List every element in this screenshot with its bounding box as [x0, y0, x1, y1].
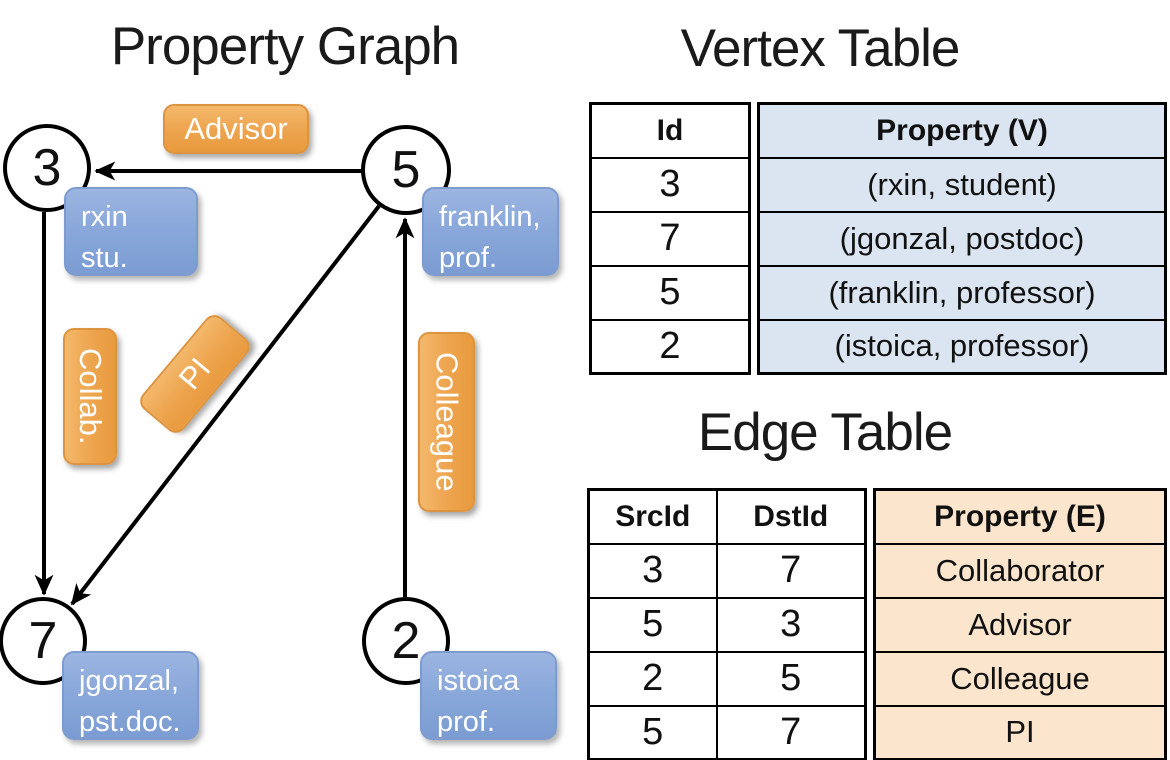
edge-row-3-property: Colleague: [873, 650, 1167, 707]
vertex-table-title: Vertex Table: [680, 19, 961, 78]
vertex-row-4-property: (istoica, professor): [757, 318, 1167, 375]
vertex-2-prop-line-2: prof.: [437, 705, 496, 738]
node-5-id: 5: [391, 141, 421, 199]
edge-row-1-src: 3: [587, 542, 718, 599]
vertex-7-prop-line-1: jgonzal,: [79, 665, 179, 697]
vertex-table-id-header: Id: [589, 102, 751, 159]
edge-row-2-src: 5: [587, 596, 718, 653]
edge-table-srcid-header: SrcId: [587, 488, 718, 545]
vertex-row-1-id: 3: [589, 156, 751, 213]
edge-label-collab: Collab.: [63, 328, 117, 465]
node-7-id: 7: [28, 612, 58, 670]
vertex-7-prop-line-2: pst.doc.: [79, 705, 181, 738]
edge-arrow-5-to-7: [70, 204, 381, 606]
vertex-3-prop-line-2: stu.: [81, 241, 128, 274]
edge-row-3-dst: 5: [715, 650, 867, 707]
vertex-property-box-2: istoica prof.: [420, 651, 557, 740]
vertex-property-box-3: rxin stu.: [64, 187, 198, 276]
vertex-row-2-property: (jgonzal, postdoc): [757, 210, 1167, 267]
vertex-5-prop-line-1: franklin,: [439, 201, 541, 233]
vertex-row-3-id: 5: [589, 264, 751, 321]
edge-row-2-dst: 3: [715, 596, 867, 653]
vertex-table-id-column: Id 3 7 5 2: [589, 102, 751, 375]
node-2-id: 2: [391, 612, 421, 670]
edge-row-1-dst: 7: [715, 542, 867, 599]
node-3-id: 3: [32, 139, 62, 197]
vertex-2-prop-line-1: istoica: [437, 665, 520, 697]
vertex-3-prop-line-1: rxin: [81, 201, 128, 233]
edge-row-2-property: Advisor: [873, 596, 1167, 653]
vertex-5-prop-line-2: prof.: [439, 241, 498, 274]
vertex-property-box-7: jgonzal, pst.doc.: [62, 651, 199, 740]
edge-table-title: Edge Table: [697, 403, 953, 462]
edge-row-4-dst: 7: [715, 704, 867, 760]
edge-table-property-column: Property (E) Collaborator Advisor Collea…: [873, 488, 1167, 760]
vertex-table-property-column: Property (V) (rxin, student) (jgonzal, p…: [757, 102, 1167, 375]
edge-table-src-dst-columns: SrcId DstId 3 7 5 3 2 5 5 7: [587, 488, 867, 760]
edge-label-advisor: Advisor: [163, 104, 309, 154]
edge-row-1-property: Collaborator: [873, 542, 1167, 599]
graph-node-2: 2: [362, 597, 450, 685]
graph-node-5: 5: [361, 125, 451, 215]
edge-label-colleague: Colleague: [418, 332, 475, 512]
vertex-row-4-id: 2: [589, 318, 751, 375]
vertex-row-2-id: 7: [589, 210, 751, 267]
edge-row-3-src: 2: [587, 650, 718, 707]
vertex-row-3-property: (franklin, professor): [757, 264, 1167, 321]
vertex-row-1-property: (rxin, student): [757, 156, 1167, 213]
vertex-property-box-5: franklin, prof.: [422, 187, 559, 276]
edge-row-4-src: 5: [587, 704, 718, 760]
edge-table-dstid-header: DstId: [715, 488, 867, 545]
edge-table-property-header: Property (E): [873, 488, 1167, 545]
graph-edges-layer: [34, 161, 415, 606]
edge-row-4-property: PI: [873, 704, 1167, 760]
vertex-table-property-header: Property (V): [757, 102, 1167, 159]
property-graph-title: Property Graph: [110, 17, 460, 76]
